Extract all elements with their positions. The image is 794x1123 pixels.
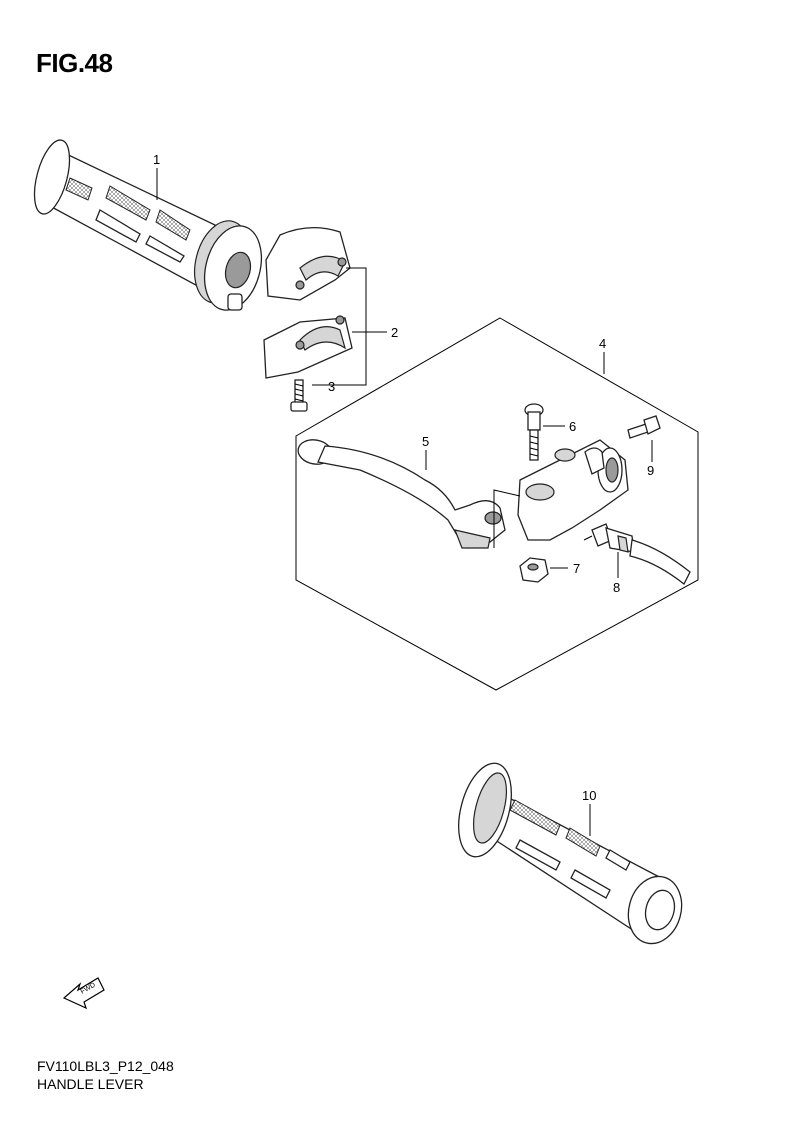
fwd-arrow-icon: FWD	[62, 977, 105, 1010]
figure-code: FV110LBL3_P12_048	[37, 1058, 174, 1074]
switch-bolt	[627, 415, 661, 439]
clutch-switch	[583, 523, 691, 586]
clutch-lever	[297, 439, 506, 549]
callout-9: 9	[647, 463, 654, 478]
figure-title: FIG.48	[36, 48, 113, 78]
lever-nut	[519, 557, 549, 583]
right-handle-grip	[458, 762, 683, 945]
callout-2: 2	[391, 325, 398, 340]
figure-name: HANDLE LEVER	[37, 1076, 144, 1092]
pivot-bolt	[524, 403, 544, 461]
callout-5: 5	[422, 434, 429, 449]
callout-1: 1	[153, 152, 160, 167]
callout-6: 6	[569, 419, 576, 434]
handle-clamp	[263, 227, 353, 379]
callout-3: 3	[328, 379, 335, 394]
callout-10: 10	[582, 788, 596, 803]
callout-7: 7	[573, 561, 580, 576]
left-handle-grip	[33, 139, 263, 311]
callout-4: 4	[599, 336, 606, 351]
lever-bracket	[517, 439, 629, 541]
leader-lines	[156, 168, 653, 836]
lever-assembly-outline	[295, 317, 699, 691]
clamp-screw	[290, 379, 308, 412]
callout-8: 8	[613, 580, 620, 595]
